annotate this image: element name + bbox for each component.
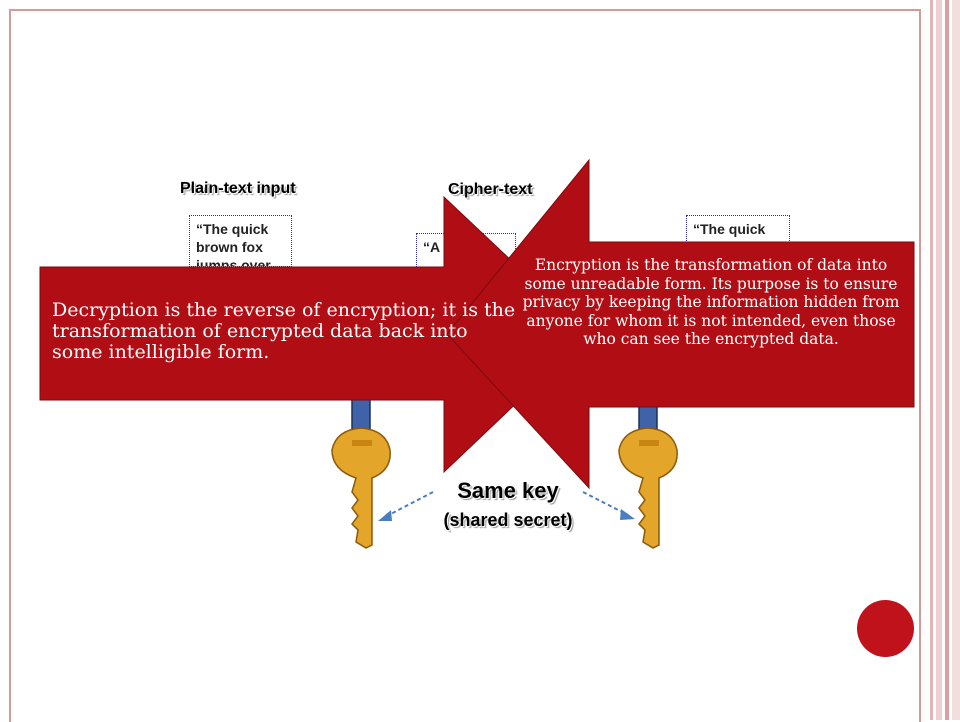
encryption-callout-text: Encryption is the transformation of data… (522, 256, 900, 348)
side-stripe-4 (952, 0, 960, 720)
left-key-icon (331, 427, 391, 549)
side-stripe-3 (945, 0, 949, 720)
right-dashed-arrow (582, 491, 629, 516)
encryption-arrow-shape (446, 158, 915, 490)
left-dashed-arrow (384, 491, 434, 518)
output-text-box: “The quick (686, 215, 790, 245)
cipher-text-label: Cipher-text (448, 181, 533, 198)
decryption-callout-text: Decryption is the reverse of encryption;… (52, 299, 516, 363)
side-stripe-1 (930, 0, 933, 720)
plain-text-box: “The quick brown fox jumps over (189, 215, 292, 267)
shared-secret-label: (shared secret) (443, 510, 573, 530)
side-stripe-2 (936, 0, 942, 720)
left-arrowhead (378, 510, 392, 521)
same-key-label: Same key (457, 478, 559, 503)
slide-frame (9, 9, 921, 722)
decorative-red-circle (857, 600, 914, 657)
right-key-icon (618, 427, 678, 549)
plain-text-label: Plain-text input (180, 180, 296, 197)
right-arrowhead (620, 509, 635, 520)
